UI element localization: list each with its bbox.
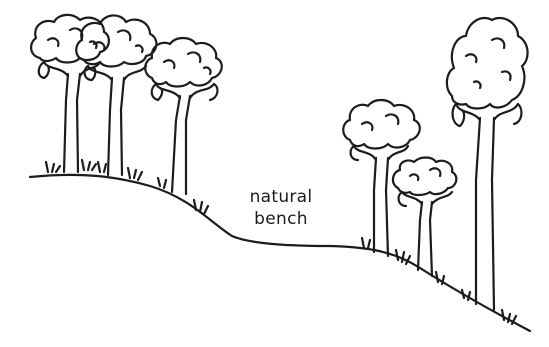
tree-icon xyxy=(31,15,109,172)
tree-icon xyxy=(447,18,528,310)
tree-icon xyxy=(145,38,222,194)
tree-icon xyxy=(343,100,420,256)
grass-tuft-icon xyxy=(46,160,516,324)
tree-icon xyxy=(76,15,156,175)
label-line-2: bench xyxy=(226,208,336,230)
natural-bench-label: natural bench xyxy=(226,186,336,230)
label-line-1: natural xyxy=(226,186,336,208)
